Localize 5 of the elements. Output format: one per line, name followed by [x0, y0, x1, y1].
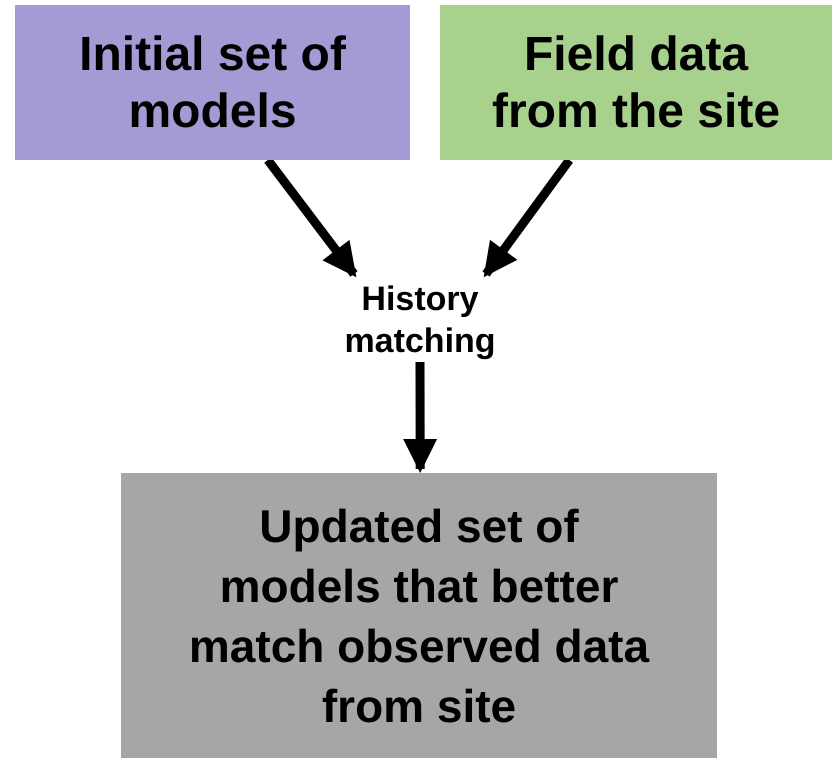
process-label: History matching [320, 278, 520, 362]
process-box: Field data from the site [440, 5, 832, 160]
process-box: Updated set of models that better match observed data from site [121, 473, 717, 758]
arrow [403, 362, 438, 473]
process-box: Initial set of models [15, 5, 410, 160]
